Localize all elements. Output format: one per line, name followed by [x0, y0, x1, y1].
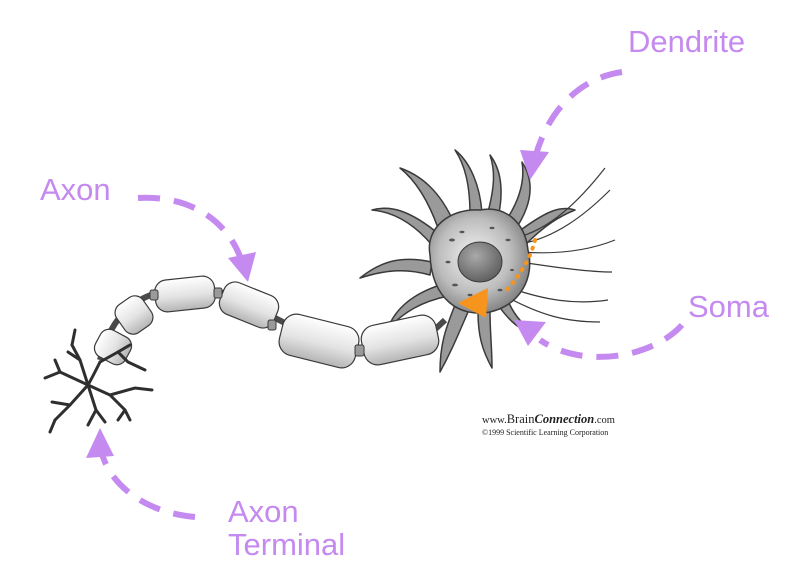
axon — [93, 275, 448, 369]
credit-url: www.BrainConnection.com — [482, 412, 615, 427]
soma-indicator — [458, 238, 537, 318]
axon-arrow — [137, 194, 245, 263]
soma-arrowhead-icon — [514, 320, 546, 346]
dendrite-arrow — [532, 69, 623, 159]
credit-suffix: .com — [594, 415, 615, 426]
dendrite-label: Dendrite — [628, 24, 746, 59]
credit-brand-regular: Brain — [506, 412, 535, 426]
axon-arrowhead-icon — [228, 252, 256, 282]
axon-terminal-label-line1: Axon — [228, 494, 299, 529]
soma-label: Soma — [688, 289, 769, 324]
orange-arrowhead-icon — [458, 288, 488, 318]
image-credit: www.BrainConnection.com ©1999 Scientific… — [482, 412, 615, 437]
label-arrowheads — [86, 150, 549, 458]
myelin-sheath-segments — [93, 275, 440, 369]
axon-terminal-label: Axon Terminal — [228, 494, 346, 562]
soma-body — [428, 208, 531, 314]
axon-terminal-arrowhead-icon — [86, 428, 114, 458]
dendrite-arrowhead-icon — [520, 150, 549, 180]
credit-prefix: www. — [482, 415, 507, 426]
axon-terminal — [43, 328, 154, 434]
soma-arrow — [538, 322, 685, 360]
nodes-of-ranvier — [149, 287, 365, 357]
credit-brand-italic: Connection — [534, 412, 595, 426]
axon-terminal-label-line2: Terminal — [228, 526, 346, 562]
axon-label: Axon — [40, 172, 111, 207]
axon-terminal-arrow — [97, 444, 196, 520]
credit-copyright: ©1999 Scientific Learning Corporation — [482, 428, 609, 437]
